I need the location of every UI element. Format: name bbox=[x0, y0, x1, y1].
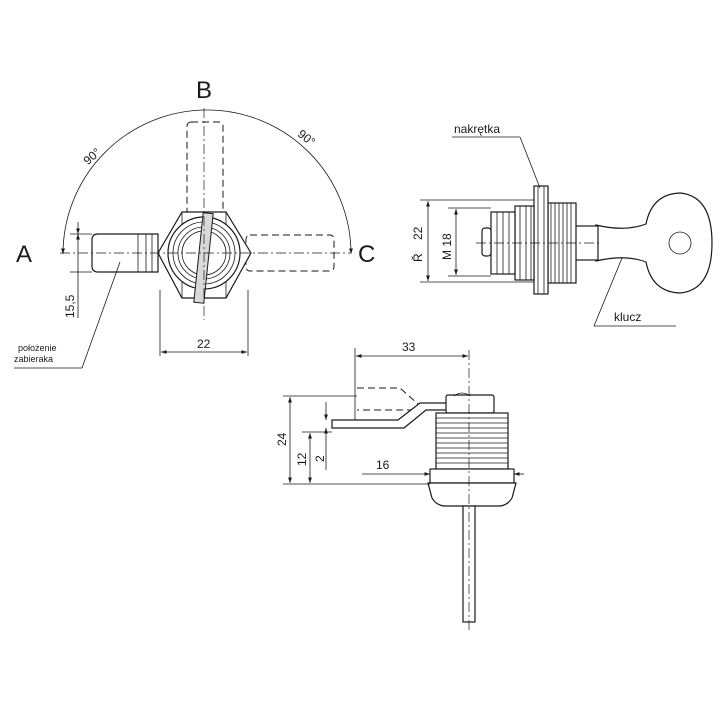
front-view: A B C 90° 90° 15,5 22 położenie zabierak… bbox=[14, 77, 375, 369]
elevation-thread-lines bbox=[436, 417, 508, 464]
key-bow bbox=[595, 192, 713, 294]
cam-position-label-2: zabieraka bbox=[14, 354, 53, 364]
side-view: Ř 22 M 18 nakrętka klucz bbox=[410, 122, 713, 327]
position-b-label: B bbox=[196, 77, 212, 104]
dim-width-label: 22 bbox=[197, 337, 211, 351]
rotation-arc bbox=[61, 109, 353, 255]
nut-flange bbox=[533, 185, 549, 295]
elevation-thread-body bbox=[435, 412, 509, 470]
key-slot bbox=[193, 212, 214, 304]
angle-left-label: 90° bbox=[81, 145, 104, 168]
dim-height: 24 bbox=[275, 432, 289, 446]
position-a-label: A bbox=[16, 241, 32, 268]
cam-position-b bbox=[186, 121, 224, 215]
angle-right-label: 90° bbox=[295, 127, 318, 149]
lock-bezel bbox=[427, 482, 517, 507]
nut-label: nakrętka bbox=[454, 122, 500, 136]
cam-position-label-1: położenie bbox=[18, 343, 57, 353]
dim-offset-label: 15,5 bbox=[63, 294, 77, 318]
side-dim-symbol: Ř bbox=[410, 253, 425, 262]
side-dim-thread: M 18 bbox=[440, 233, 454, 260]
dim-depth: 16 bbox=[376, 458, 390, 472]
elevation-view: 33 24 12 2 16 bbox=[275, 340, 524, 630]
dim-offset: 12 bbox=[295, 452, 309, 466]
cam-alt-position bbox=[357, 387, 419, 411]
dim-thickness: 2 bbox=[313, 455, 327, 462]
key-label: klucz bbox=[614, 310, 641, 324]
dim-cam-length: 33 bbox=[402, 340, 416, 354]
side-dim-outer: 22 bbox=[411, 226, 425, 240]
position-c-label: C bbox=[358, 241, 375, 268]
